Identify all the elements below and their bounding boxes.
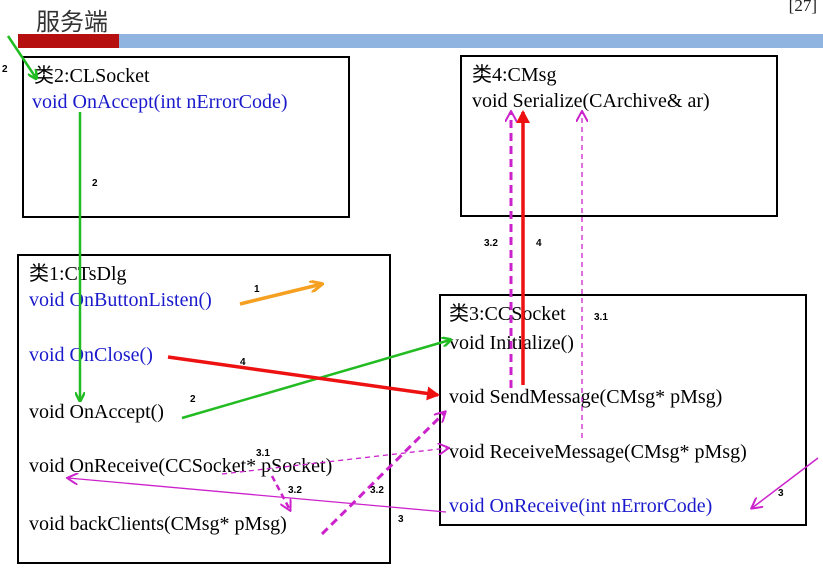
class-name: 类2:CLSocket: [34, 65, 150, 87]
label-close: 4: [240, 357, 246, 368]
label-ccsocket-side: 3.1: [594, 312, 608, 323]
class-name: 类1:CTsDlg: [29, 263, 127, 285]
arrow-on-receive: [68, 478, 447, 513]
label-back-to-dlg: 3.2: [288, 485, 302, 496]
method-sendmessage: void SendMessage(CMsg* pMsg): [449, 386, 723, 408]
method-receivemessage: void ReceiveMessage(CMsg* pMsg): [449, 441, 747, 463]
label-accept-down: 2: [92, 178, 98, 189]
label-on-receive: 3: [398, 514, 404, 525]
label-external: 3: [778, 488, 784, 499]
arrow-listen: [239, 284, 322, 306]
page-number: [27]: [788, 0, 817, 15]
arrow-entry: [6, 35, 36, 78]
method-serialize: void Serialize(CArchive& ar): [472, 90, 710, 112]
method-onaccept: void OnAccept(int nErrorCode): [32, 91, 288, 113]
title-bar-accent: [18, 34, 120, 48]
arrow-back-to-dlg: [270, 475, 290, 510]
method-onreceive: void OnReceive(CCSocket* pSocket): [29, 455, 333, 477]
method-onbuttonlisten: void OnButtonListen(): [29, 289, 212, 311]
label-init: 2: [190, 394, 196, 405]
method-onclose: void OnClose(): [29, 344, 153, 366]
method-backclients: void backClients(CMsg* pMsg): [29, 513, 287, 535]
class-name: 类4:CMsg: [472, 64, 557, 86]
label-serialize-solid: 4: [536, 238, 542, 249]
arrow-back-to-send: [320, 412, 445, 536]
label-serialize-dashed: 3.2: [484, 238, 498, 249]
arrow-close: [167, 355, 440, 401]
class-box-cmsg: 类4:CMsg void Serialize(CArchive& ar): [460, 55, 778, 217]
method-onaccept: void OnAccept(): [29, 401, 164, 423]
arrow-recv-msg: [221, 448, 448, 475]
label-recv-msg: 3.1: [256, 448, 270, 459]
method-onreceive: void OnReceive(int nErrorCode): [449, 495, 713, 517]
label-entry: 2: [2, 64, 8, 75]
arrow-external: [752, 457, 819, 508]
page-title: 服务端: [36, 8, 108, 36]
class-name: 类3:CCSocket: [449, 303, 566, 325]
label-listen: 1: [254, 284, 260, 295]
title-bar: [119, 34, 823, 48]
class-box-clsocket: 类2:CLSocket void OnAccept(int nErrorCode…: [22, 56, 350, 218]
label-back-to-send: 3.2: [370, 485, 384, 496]
class-box-ccsocket: 类3:CCSocket void Initialize() void SendM…: [439, 294, 807, 526]
